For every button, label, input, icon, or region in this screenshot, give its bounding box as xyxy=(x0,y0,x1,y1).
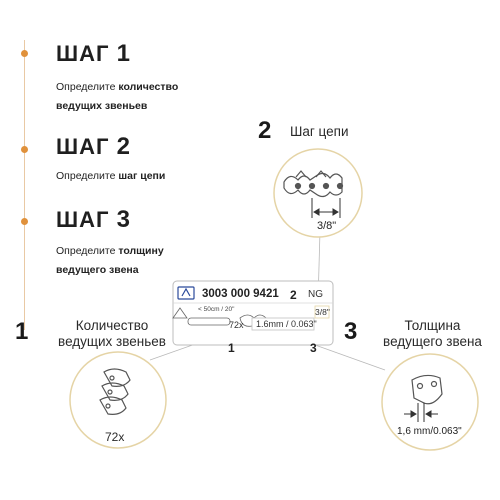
step-2-title: ШАГ 2 xyxy=(56,133,131,160)
step-2-text: Определите шаг цепи xyxy=(56,170,166,182)
label-marker-2: 2 xyxy=(290,288,297,302)
chain-links-icon xyxy=(283,170,344,198)
pitch-dimension-arrow xyxy=(311,198,341,218)
gauge-box xyxy=(251,317,315,331)
step-3-title: ШАГ 3 xyxy=(56,206,131,233)
label-marker-3: 3 xyxy=(310,341,317,355)
step-2-dot xyxy=(21,146,28,153)
gauge-callout-title: Толщина ведущего звена xyxy=(383,318,482,349)
label-marker-1: 1 xyxy=(228,341,235,355)
label-bar-length: < 50cm / 20" xyxy=(198,306,235,313)
drive-links-icon xyxy=(99,368,131,415)
step-1-dot xyxy=(21,50,28,57)
label-count: 72x xyxy=(229,320,244,330)
pitch-value: 3/8" xyxy=(317,220,337,232)
label-pitch: 3/8" xyxy=(315,307,330,317)
pitch-callout-number: 2 xyxy=(258,117,272,144)
count-callout-title: Количество ведущих звеньев xyxy=(58,318,166,349)
step-1-text: Определите количество ведущих звеньев xyxy=(56,81,179,112)
gauge-dimension-arrow xyxy=(404,403,438,422)
step-1-title: ШАГ 1 xyxy=(56,40,131,67)
step-3-dot xyxy=(21,218,28,225)
gauge-link-icon xyxy=(411,374,443,405)
label-ng: NG xyxy=(308,289,323,300)
steps-timeline-line xyxy=(24,40,25,330)
label-gauge: 1.6mm / 0.063" xyxy=(256,319,317,329)
gauge-value: 1,6 mm/0.063" xyxy=(397,426,462,437)
label-part-number: 3003 000 9421 xyxy=(202,288,279,300)
pitch-callout-title: Шаг цепи xyxy=(290,124,349,139)
count-callout-number: 1 xyxy=(15,318,29,345)
count-value: 72x xyxy=(105,430,125,444)
gauge-callout-number: 3 xyxy=(344,318,358,345)
gauge-circle xyxy=(381,353,479,451)
brand-logo-icon xyxy=(177,286,195,300)
step-3-text: Определите толщину ведущего звена xyxy=(56,245,164,276)
pitch-box xyxy=(314,305,330,319)
